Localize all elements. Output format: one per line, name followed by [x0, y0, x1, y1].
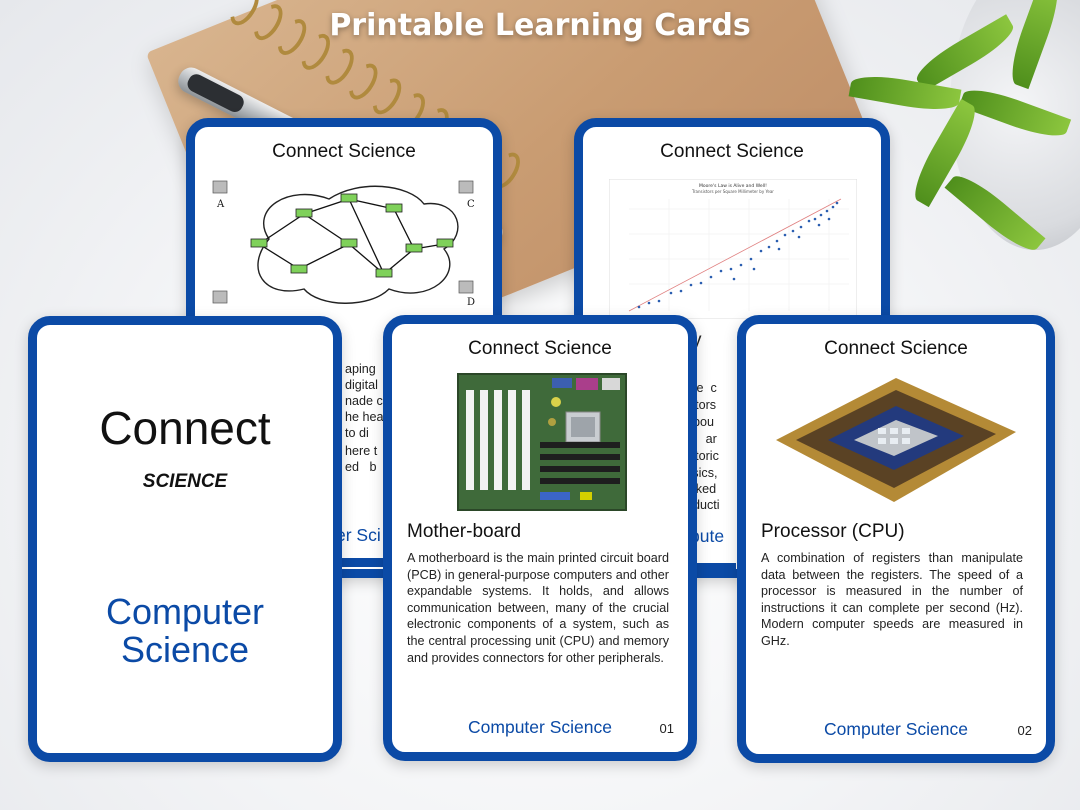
card-header: Connect Science: [468, 338, 612, 359]
processor-chip-image: [776, 378, 1016, 502]
card-number: 01: [659, 721, 674, 736]
chart-subtitle: Transistors per Square Millimeter by Yea…: [691, 189, 774, 194]
card-header: Connect Science: [272, 141, 416, 162]
card-description: A motherboard is the main printed circui…: [407, 551, 669, 665]
card-header: Connect Science: [660, 141, 804, 162]
partial-footer-1: er Sci: [336, 525, 381, 545]
cover-card[interactable]: Connect SCIENCE Computer Science: [28, 316, 342, 762]
motherboard-image: [457, 373, 627, 511]
network-diagram-image: A C D: [212, 180, 475, 307]
moores-law-chart-image: Moore's Law is Alive and Well! Transisto…: [609, 179, 857, 319]
card-number: 02: [1017, 723, 1032, 738]
cover-subject: Computer Science: [105, 591, 265, 670]
card-footer: Computer Science: [468, 717, 612, 737]
chart-title: Moore's Law is Alive and Well!: [699, 183, 767, 189]
back-card-border-strip: [694, 563, 736, 572]
card-motherboard[interactable]: Connect Science Mother-board A motherboa…: [383, 315, 697, 761]
card-processor[interactable]: Connect Science Processor (CPU) A combin…: [737, 315, 1055, 763]
network-label-d: D: [467, 297, 475, 307]
card-description: A combination of registers than manipula…: [761, 551, 1023, 648]
cover-subtitle: SCIENCE: [142, 471, 228, 492]
network-label-a: A: [216, 199, 225, 210]
card-name: Mother-board: [407, 521, 522, 542]
network-label-c: C: [467, 199, 475, 210]
card-header: Connect Science: [824, 338, 968, 359]
partial-footer-2: pute: [690, 526, 725, 546]
card-footer: Computer Science: [824, 719, 968, 739]
card-name: Processor (CPU): [761, 521, 905, 542]
cover-title: Connect: [99, 402, 271, 454]
back-card-border-strip: [340, 558, 384, 567]
page-title: Printable Learning Cards: [329, 8, 751, 43]
